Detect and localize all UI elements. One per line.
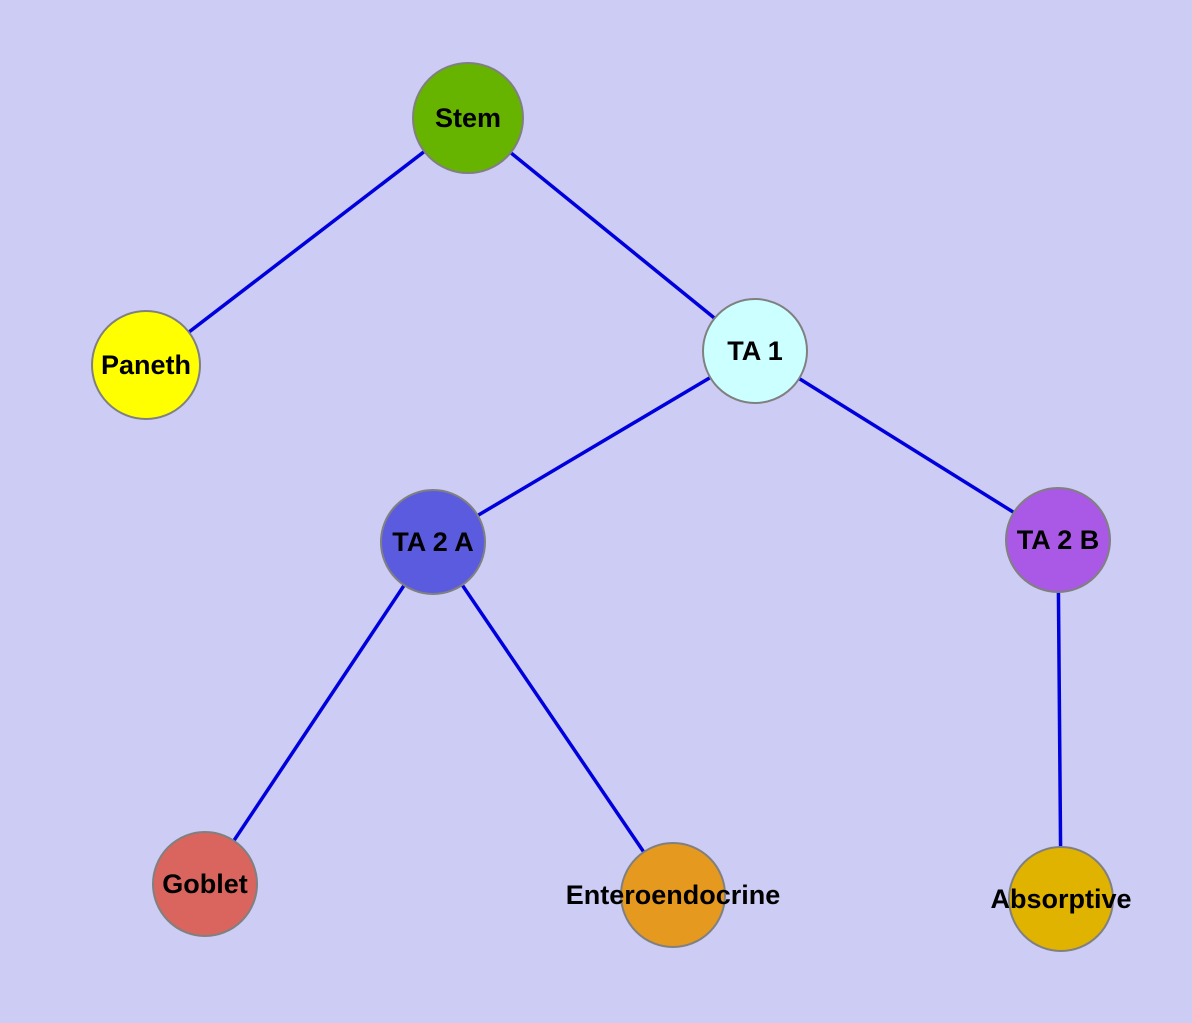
node-paneth[interactable]: Paneth: [91, 310, 201, 420]
edge-ta2a-goblet: [203, 541, 435, 885]
edge-ta1-ta2b: [754, 349, 1059, 542]
node-ta2b[interactable]: TA 2 B: [1005, 487, 1111, 593]
node-stem[interactable]: Stem: [412, 62, 524, 174]
edge-stem-paneth: [144, 116, 470, 367]
edges-layer: [144, 116, 1063, 900]
node-ta2a[interactable]: TA 2 A: [380, 489, 486, 595]
node-circle-ta2a[interactable]: [380, 489, 486, 595]
edge-ta2a-enteroendocrine: [431, 541, 675, 896]
edge-ta2b-absorptive: [1056, 539, 1063, 900]
node-circle-goblet[interactable]: [152, 831, 258, 937]
node-circle-ta1[interactable]: [702, 298, 808, 404]
edge-stem-ta1: [466, 116, 757, 353]
node-circle-enteroendocrine[interactable]: [620, 842, 726, 948]
node-ta1[interactable]: TA 1: [702, 298, 808, 404]
node-circle-paneth[interactable]: [91, 310, 201, 420]
node-circle-stem[interactable]: [412, 62, 524, 174]
node-circle-absorptive[interactable]: [1008, 846, 1114, 952]
node-circle-ta2b[interactable]: [1005, 487, 1111, 593]
node-goblet[interactable]: Goblet: [152, 831, 258, 937]
edge-ta1-ta2a: [432, 349, 756, 544]
